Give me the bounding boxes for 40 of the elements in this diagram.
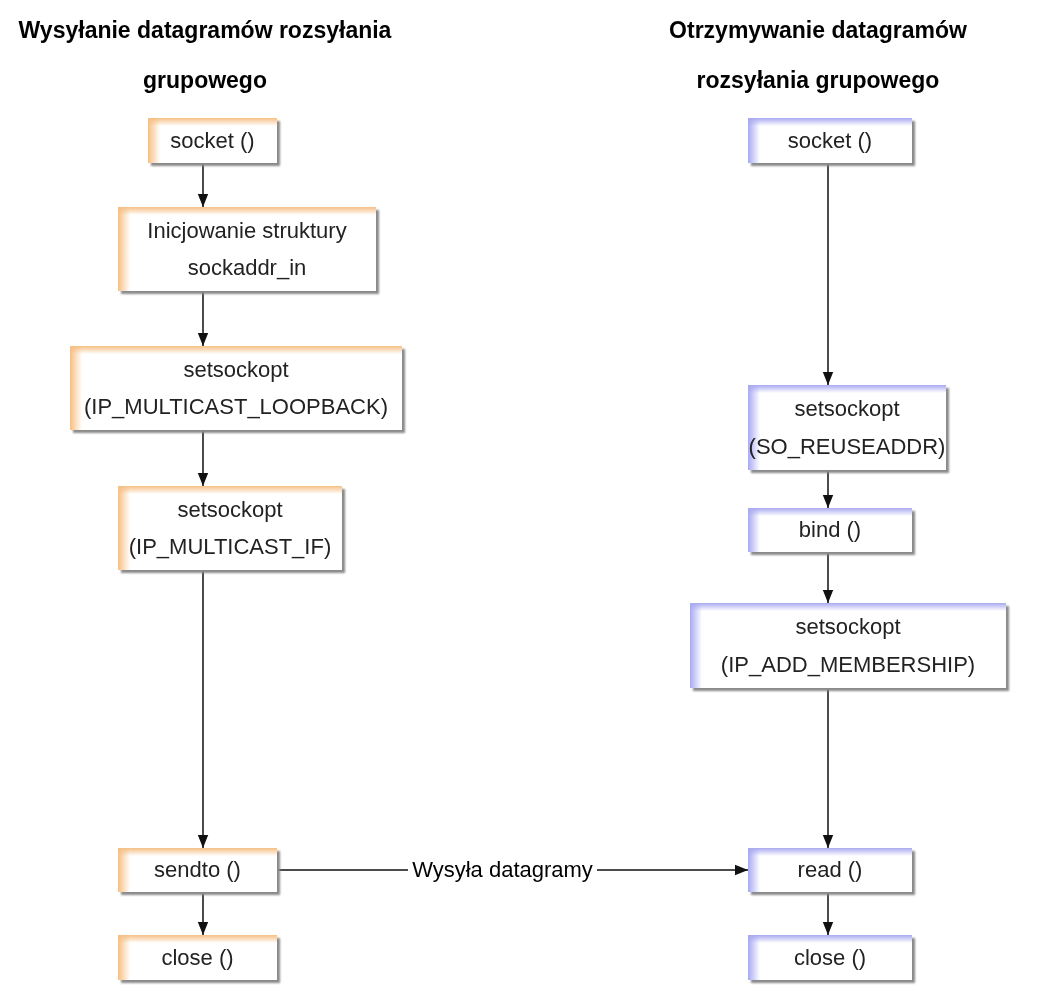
box-text: (SO_REUSEADDR) [748, 432, 946, 461]
box-text: bind () [798, 516, 862, 545]
box-text: socket () [170, 126, 255, 155]
arrow [822, 891, 834, 936]
box-text: (IP_MULTICAST_LOOPBACK) [84, 393, 388, 421]
arrow [822, 551, 834, 604]
box-text: Inicjowanie struktury sockaddr_in [146, 216, 348, 282]
arrow [197, 290, 209, 347]
arrow [822, 469, 834, 509]
process-box [748, 508, 912, 552]
arrow [822, 162, 834, 386]
process-box [690, 603, 1006, 688]
process-box [748, 118, 912, 163]
process-box [748, 935, 912, 980]
box-text: setsockopt [177, 495, 283, 524]
process-box [70, 346, 402, 430]
arrow [822, 687, 834, 849]
process-box [118, 935, 277, 980]
box-text: close () [161, 943, 234, 972]
box-text: (IP_MULTICAST_IF) [128, 533, 332, 561]
arrow [197, 162, 209, 208]
arrow [197, 569, 209, 849]
process-box [118, 848, 277, 892]
box-text: sendto () [154, 856, 241, 885]
column-heading: Wysyłanie datagramów rozsyłania grupowego [17, 16, 393, 95]
process-box [748, 848, 912, 892]
box-text: socket () [787, 126, 873, 155]
box-text: read () [797, 856, 863, 885]
process-box [118, 486, 342, 570]
box-text: close () [793, 943, 867, 972]
process-box [748, 385, 946, 470]
process-box [148, 118, 277, 163]
box-text: setsockopt [183, 355, 289, 384]
arrow [197, 891, 209, 936]
box-text: setsockopt [794, 395, 900, 424]
column-heading: Otrzymywanie datagramów rozsyłania grupowego [668, 16, 968, 95]
process-box [118, 207, 376, 291]
box-text: (IP_ADD_MEMBERSHIP) [720, 650, 976, 679]
arrow [197, 429, 209, 487]
box-text: setsockopt [795, 613, 901, 642]
